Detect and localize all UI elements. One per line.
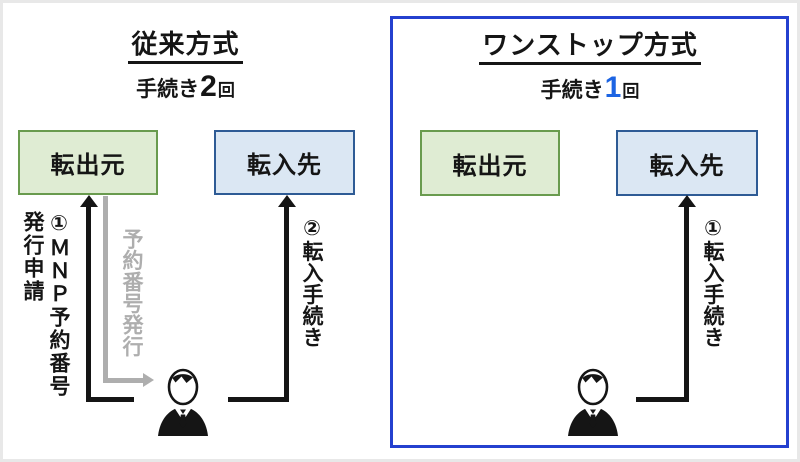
conventional-title-wrap: 従来方式 <box>33 29 338 64</box>
step1-label-col1: ①ＭＮＰ予約番号 <box>47 211 70 398</box>
step1-arrow-vertical-line <box>86 205 91 402</box>
destination-carrier-box-right: 転入先 <box>616 130 758 196</box>
onestop-step1-arrow-horizontal-line <box>636 397 689 402</box>
source-carrier-label: 転出元 <box>50 152 126 179</box>
source-carrier-box-right: 転出元 <box>420 130 560 196</box>
procedure-unit: 回 <box>217 81 235 100</box>
procedure-count: 2 <box>200 70 217 103</box>
onestop-step1-arrowhead-up <box>678 195 696 207</box>
onestop-title-wrap: ワンストップ方式 <box>430 30 750 65</box>
procedure-count: 1 <box>604 71 622 104</box>
onestop-panel-frame <box>390 16 789 448</box>
conventional-title: 従来方式 <box>128 29 243 64</box>
onestop-title: ワンストップ方式 <box>479 30 701 65</box>
person-icon <box>568 368 618 436</box>
step2-arrow-horizontal-line <box>228 397 289 402</box>
step2-arrowhead-up <box>278 195 296 207</box>
source-carrier-label: 転出元 <box>452 152 528 180</box>
onestop-step1-label: ①転入手続き <box>701 216 724 348</box>
onestop-step1-arrow-vertical-line <box>684 205 689 402</box>
conventional-subtitle: 手続き2回 <box>33 71 338 108</box>
reservation-arrowhead-right <box>143 373 154 387</box>
reservation-arrow-vertical-line <box>103 196 108 383</box>
reservation-arrow-horizontal-line <box>103 378 144 383</box>
step2-arrow-vertical-line <box>284 205 289 402</box>
person-icon <box>158 368 208 436</box>
step1-label-col2: 発行申請 <box>21 211 44 303</box>
destination-carrier-label: 転入先 <box>247 152 322 179</box>
reservation-label: 予約番号発行 <box>120 228 143 357</box>
onestop-subtitle: 手続き1回 <box>430 72 750 109</box>
step2-label: ②転入手続き <box>300 216 323 348</box>
step1-arrowhead-up <box>80 195 98 207</box>
procedure-unit: 回 <box>622 82 640 101</box>
procedure-label: 手続き <box>136 78 200 101</box>
procedure-label: 手続き <box>540 79 604 102</box>
step1-label: ①ＭＮＰ予約番号 発行申請 <box>19 211 71 416</box>
source-carrier-box-left: 転出元 <box>18 130 158 195</box>
step1-arrow-horizontal-line <box>86 397 134 402</box>
destination-carrier-label: 転入先 <box>649 152 725 180</box>
destination-carrier-box-left: 転入先 <box>214 130 355 195</box>
